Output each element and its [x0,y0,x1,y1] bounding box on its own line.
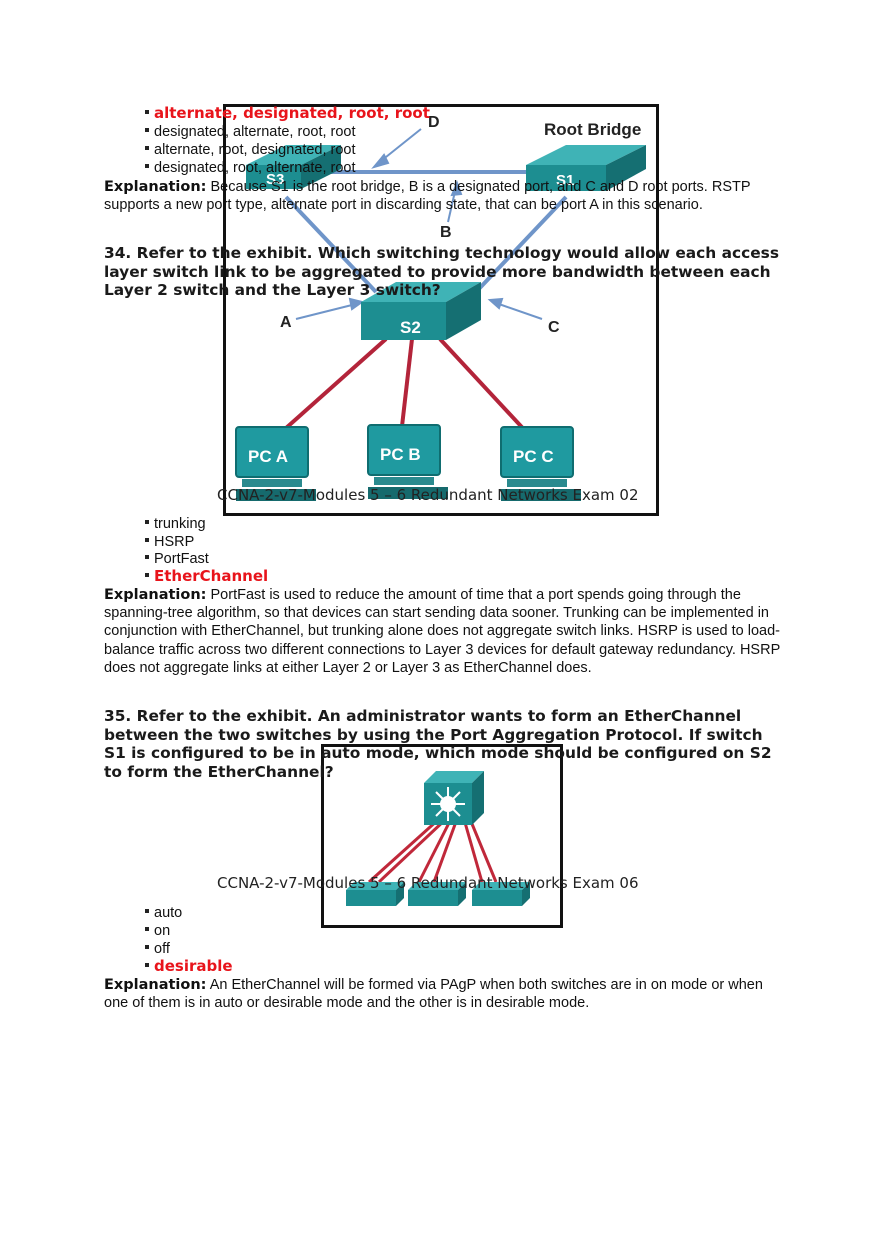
multilayer-switch-icon [424,771,484,825]
exhibit-2-etherchannel-diagram [346,771,530,906]
switch-s1-label: S1 [556,172,574,189]
exhibit-1-network-diagram: Root Bridge S3 S1 S2 D B A C PC A PC B P… [235,114,646,501]
bullet-icon [145,962,149,967]
pc-b-label: PC B [380,445,421,464]
exhibit-2-frame [321,744,563,928]
q34-option-2: HSRP [145,533,194,551]
switch-s1-icon [526,145,646,191]
pc-c-icon [500,426,581,501]
explanation-text: An EtherChannel will be formed via PAgP … [104,977,763,1012]
port-b-label: B [440,224,452,241]
q34-option-1: trunking [145,515,206,533]
q34-option-3: PortFast [145,550,209,568]
exhibit-2-caption: CCNA-2-v7-Modules 5 – 6 Redundant Networ… [217,874,639,892]
q34-question: 34. Refer to the exhibit. Which switchin… [104,244,779,300]
q35-option-2: on [145,922,170,940]
bullet-icon [145,572,149,577]
bullet-icon [145,945,149,950]
bullet-icon [145,909,149,914]
bullet-icon [145,538,149,543]
q33-explanation: Explanation: Because S1 is the root brid… [104,178,784,214]
explanation-text: Because S1 is the root bridge, B is a de… [104,179,751,214]
pc-c-label: PC C [513,447,554,466]
q35-option-4: desirable [145,957,233,975]
explanation-label: Explanation: [104,587,207,603]
q35-option-3: off [145,940,170,958]
pc-a-label: PC A [248,447,288,466]
q35-question: 35. Refer to the exhibit. An administrat… [104,707,772,781]
bullet-icon [145,109,149,114]
access-switch-right-icon [472,882,530,906]
explanation-label: Explanation: [104,977,207,993]
port-d-label: D [428,114,440,131]
pc-a-icon [235,426,316,501]
explanation-text: PortFast is used to reduce the amount of… [104,587,780,676]
q33-option-2: designated, alternate, root, root [145,123,356,141]
switch-s3-icon [246,145,341,189]
exhibit-1-caption: CCNA-2-v7-Modules 5 – 6 Redundant Networ… [217,486,639,504]
q34-option-4: EtherChannel [145,567,268,585]
switch-s2-icon [361,282,481,340]
port-a-label: A [280,314,292,331]
bullet-icon [145,128,149,133]
q34-explanation: Explanation: PortFast is used to reduce … [104,586,784,677]
q33-option-4: designated, root, alternate, root [145,159,356,177]
bullet-icon [145,146,149,151]
bullet-icon [145,520,149,525]
q35-option-1: auto [145,904,182,922]
bullet-icon [145,164,149,169]
explanation-label: Explanation: [104,179,207,195]
access-switch-middle-icon [408,882,466,906]
q33-option-3: alternate, root, designated, root [145,141,356,159]
exhibit-1-frame [223,104,659,516]
port-c-label: C [548,319,560,336]
switch-s3-label: S3 [266,171,284,188]
q35-explanation: Explanation: An EtherChannel will be for… [104,976,784,1012]
pc-b-icon [367,424,448,499]
bullet-icon [145,555,149,560]
q33-option-1: alternate, designated, root, root [145,104,430,122]
access-switch-left-icon [346,882,404,906]
switch-s2-label: S2 [400,318,421,337]
bullet-icon [145,927,149,932]
root-bridge-label: Root Bridge [544,120,641,139]
